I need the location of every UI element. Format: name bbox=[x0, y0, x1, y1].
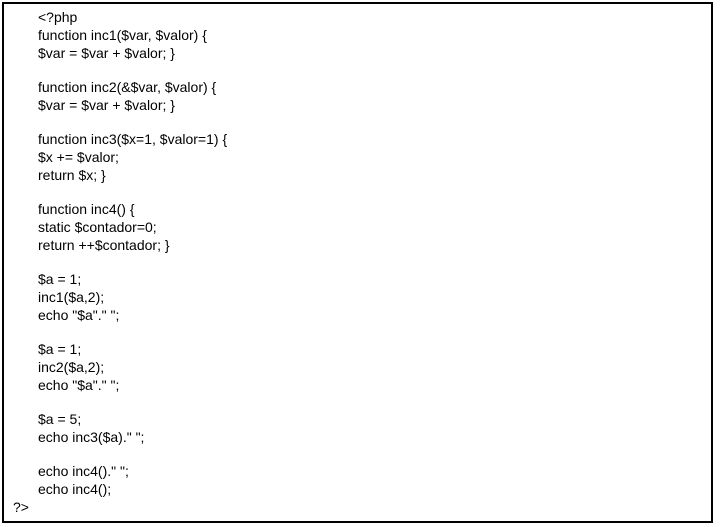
code-line: inc2($a,2); bbox=[38, 359, 105, 375]
code-line: $var = $var + $valor; } bbox=[38, 45, 175, 61]
code-line: echo "$a"." "; bbox=[38, 377, 120, 393]
blank-line bbox=[4, 184, 711, 200]
code-line: echo inc3($a)." "; bbox=[38, 429, 145, 445]
code-line: function inc1($var, $valor) { bbox=[38, 27, 207, 43]
code-line: $a = 5; bbox=[38, 411, 82, 427]
code-line: $var = $var + $valor; } bbox=[38, 97, 175, 113]
blank-line bbox=[4, 254, 711, 270]
code-line: $x += $valor; bbox=[38, 149, 119, 165]
code-line: function inc2(&$var, $valor) { bbox=[38, 79, 217, 95]
code-line: function inc3($x=1, $valor=1) { bbox=[38, 131, 228, 147]
code-line: echo inc4(); bbox=[38, 481, 112, 497]
code-line: $a = 1; bbox=[38, 271, 82, 287]
code-line: inc1($a,2); bbox=[38, 289, 105, 305]
blank-line bbox=[4, 62, 711, 78]
code-line: $a = 1; bbox=[38, 341, 82, 357]
code-line: return $x; } bbox=[38, 167, 106, 183]
blank-line bbox=[4, 394, 711, 410]
code-line: static $contador=0; bbox=[38, 219, 157, 235]
code-line: ?> bbox=[13, 499, 29, 515]
code-line: echo "$a"." "; bbox=[38, 307, 120, 323]
blank-line bbox=[4, 114, 711, 130]
code-line: <?php bbox=[38, 9, 78, 25]
blank-line bbox=[4, 324, 711, 340]
blank-line bbox=[4, 446, 711, 462]
code-line: return ++$contador; } bbox=[38, 237, 170, 253]
code-line: echo inc4()." "; bbox=[38, 463, 129, 479]
code-block: <?php function inc1($var, $valor) { $var =… bbox=[2, 2, 713, 523]
code-line: function inc4() { bbox=[38, 201, 135, 217]
